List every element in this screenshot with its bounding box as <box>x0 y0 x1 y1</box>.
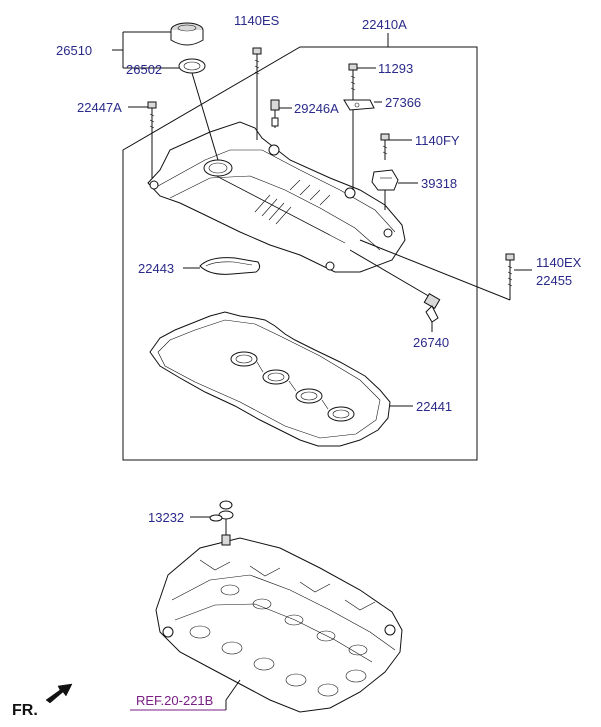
label-27366: 27366 <box>385 95 421 110</box>
oil-pressure-switch <box>349 249 441 323</box>
cylinder-head <box>155 500 403 713</box>
label-26740: 26740 <box>413 335 449 350</box>
cover-assembly-frame <box>122 33 478 461</box>
label-1140EX: 1140EX <box>536 255 582 270</box>
bolt-1140FY <box>380 133 390 160</box>
leader-22455 <box>359 239 511 301</box>
oil-filler-cap <box>170 22 204 46</box>
label-29246A: 29246A <box>294 101 339 116</box>
label-13232: 13232 <box>148 510 184 525</box>
gasket-22443 <box>199 257 261 275</box>
label-22455: 22455 <box>536 273 572 288</box>
bolt-1140EX <box>505 253 515 300</box>
bolt-22447A <box>147 101 157 178</box>
label-22441: 22441 <box>416 399 452 414</box>
reference-label: REF.20-221B <box>136 693 213 708</box>
bolt-11293 <box>348 63 358 190</box>
leader-lines <box>112 31 532 518</box>
cover-gasket <box>149 311 391 447</box>
label-22443: 22443 <box>138 261 174 276</box>
bolt-1140ES <box>252 47 262 140</box>
label-11293: 11293 <box>378 61 413 76</box>
label-1140FY: 1140FY <box>415 133 460 148</box>
label-26502: 26502 <box>126 62 162 77</box>
front-arrow-icon <box>45 683 73 704</box>
label-22447A: 22447A <box>77 100 122 115</box>
valve-cover <box>147 121 406 273</box>
label-1140ES: 1140ES <box>234 13 280 28</box>
label-22410A: 22410A <box>362 17 407 32</box>
pcv-valve-29246A <box>270 99 280 128</box>
filler-cap-gasket <box>178 58 219 161</box>
label-26510: 26510 <box>56 43 92 58</box>
sensor-39318 <box>371 169 399 210</box>
bracket-27366 <box>343 99 375 111</box>
label-39318: 39318 <box>421 176 457 191</box>
front-marker: FR. <box>12 702 38 719</box>
reference-callout: REF.20-221B <box>130 693 227 711</box>
